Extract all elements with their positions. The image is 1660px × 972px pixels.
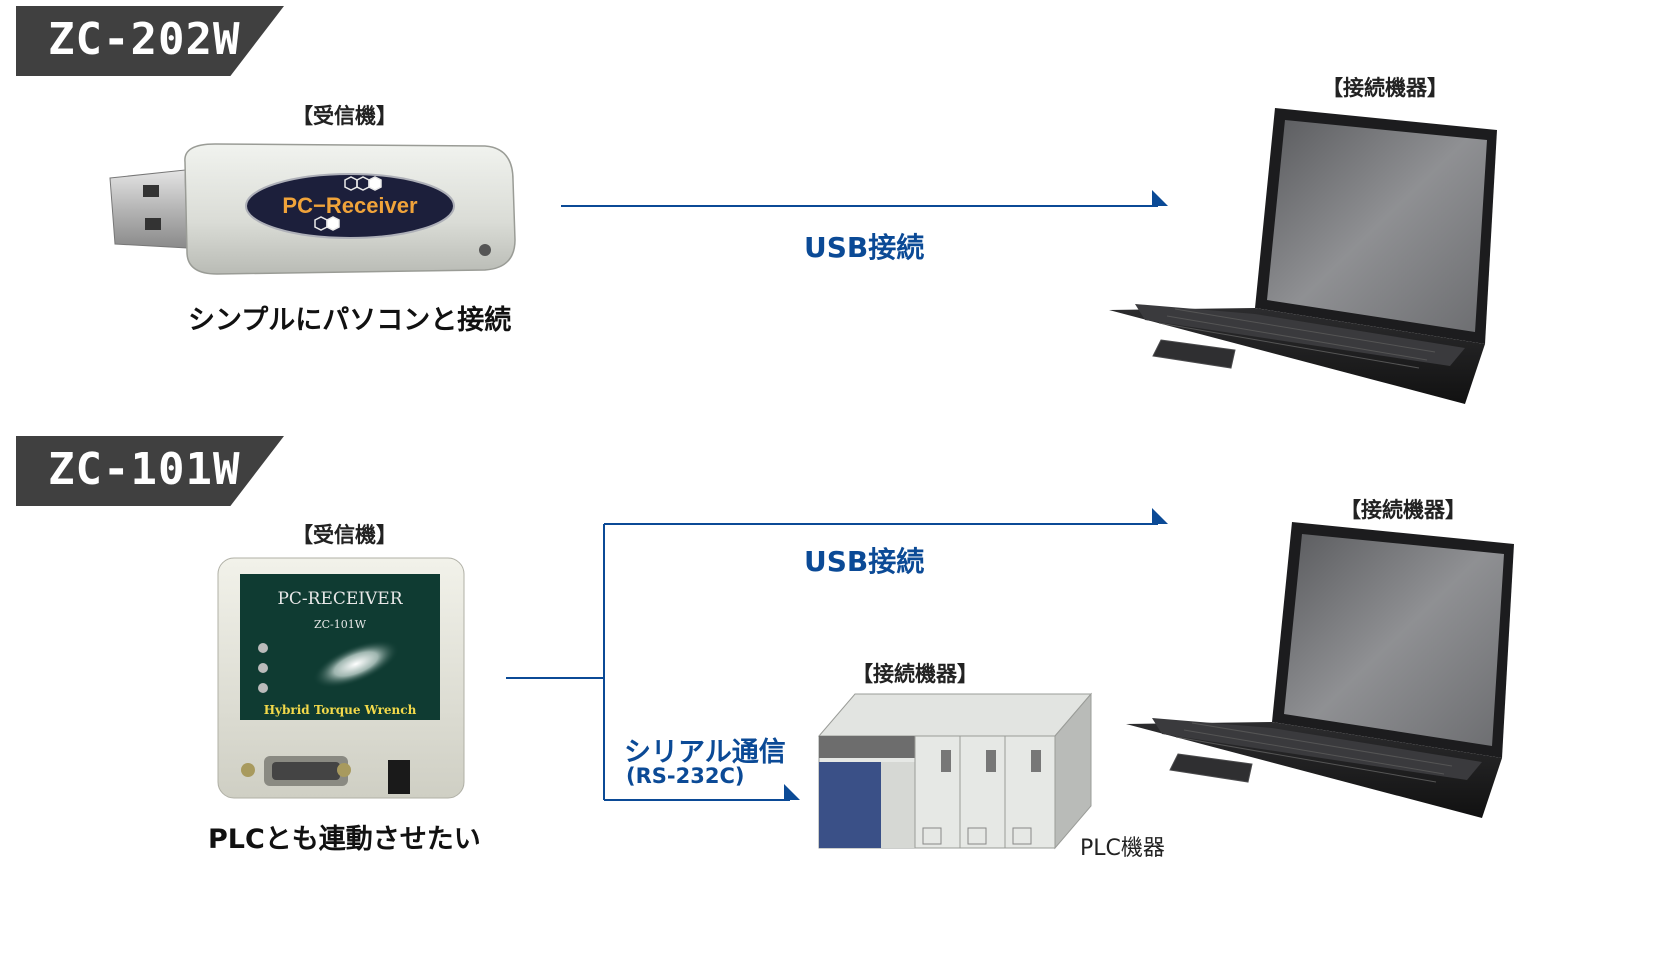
- laptop-image-1: [1109, 108, 1497, 404]
- receiver-label-2: 【受信機】: [292, 523, 397, 547]
- arrowhead-icon: [1152, 190, 1168, 206]
- box-title: PC-RECEIVER: [277, 589, 403, 609]
- caption-plc: PLCとも連動させたい: [208, 824, 481, 855]
- usb-stick-brand: PC−Receiver: [282, 193, 418, 218]
- laptop-image-2: [1126, 522, 1514, 818]
- plc-image: [817, 692, 1093, 850]
- model-tag-zc202w: ZC-202W: [16, 6, 284, 76]
- plc-device-label: 【接続機器】: [852, 662, 978, 686]
- serial-label: シリアル通信: [624, 737, 786, 768]
- plc-label: PLC機器: [1080, 836, 1165, 861]
- model-tag-label: ZC-202W: [48, 14, 241, 65]
- box-footer: Hybrid Torque Wrench: [264, 703, 417, 717]
- serial-sub-label: (RS-232C): [626, 764, 745, 788]
- usb-receiver-image: PC−Receiver: [109, 143, 516, 275]
- usb-connection-label-1: USB接続: [804, 231, 925, 264]
- usb-connection-label-2: USB接続: [804, 545, 925, 578]
- box-model: ZC-101W: [314, 618, 367, 631]
- receiver-label: 【受信機】: [292, 104, 397, 128]
- receiver-box-image: PC-RECEIVER ZC-101W Hybrid Torque Wrench: [217, 557, 465, 799]
- model-tag-label: ZC-101W: [48, 444, 241, 495]
- device-label-2: 【接続機器】: [1340, 498, 1466, 522]
- caption-simple: シンプルにパソコンと接続: [188, 305, 512, 336]
- device-label-1: 【接続機器】: [1322, 76, 1448, 100]
